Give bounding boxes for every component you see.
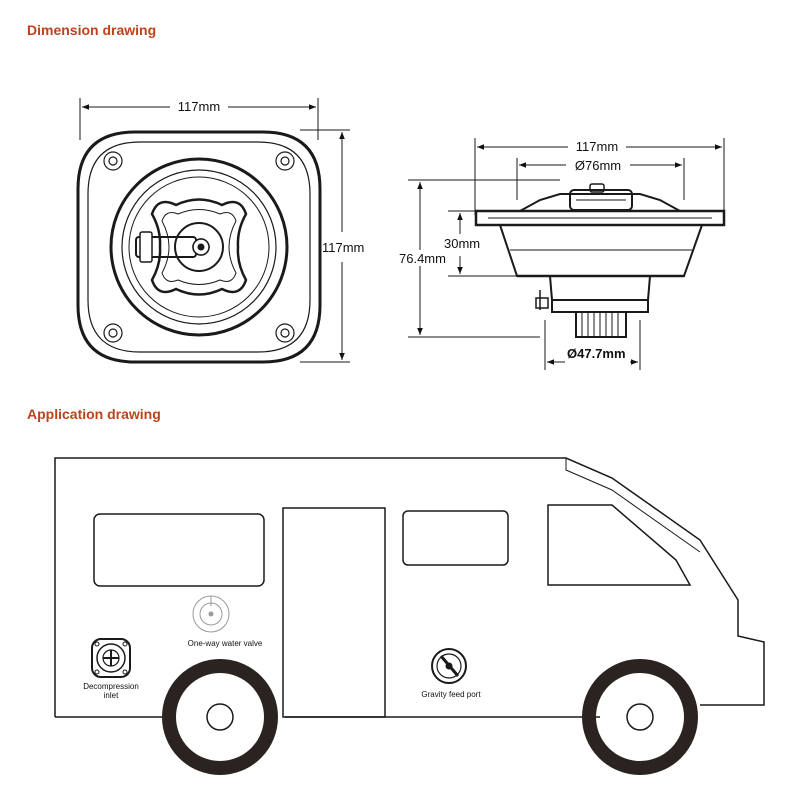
van [54, 457, 765, 718]
side-cap [519, 193, 681, 212]
decompression-inlet-label-line1: Decompression [83, 682, 139, 691]
decompression-inlet-icon [91, 638, 131, 678]
application-drawing-title: Application drawing [27, 406, 161, 422]
side-fitting [549, 275, 651, 301]
side-view [408, 138, 726, 370]
front-width-label: 117mm [178, 99, 220, 114]
rear-window [93, 513, 265, 587]
total-height-label: 76.4mm [399, 251, 446, 266]
body-diameter-label: Ø76mm [575, 158, 621, 173]
front-view [76, 98, 350, 364]
thread-diameter-label: Ø47.7mm [567, 346, 626, 361]
van-body [54, 457, 765, 718]
flange-outline [76, 130, 322, 364]
decompression-inlet-label-line2: inlet [104, 691, 119, 700]
gravity-feed-port-icon [431, 648, 467, 684]
outer-ring [109, 157, 289, 337]
screw-hole [103, 151, 295, 343]
water-valve-icon [192, 595, 230, 633]
water-valve-label: One-way water valve [188, 639, 263, 648]
wheel-front [582, 659, 698, 775]
gravity-feed-port-label: Gravity feed port [421, 690, 481, 699]
depth-label: 30mm [444, 236, 480, 251]
wheel-rear [162, 659, 278, 775]
threaded-nozzle [575, 311, 627, 338]
dimension-drawing-title: Dimension drawing [27, 22, 157, 38]
front-height-label: 117mm [322, 240, 364, 255]
van-door [282, 507, 386, 718]
side-width-label: 117mm [576, 139, 618, 154]
side-window [402, 510, 509, 566]
front-window [547, 504, 692, 586]
